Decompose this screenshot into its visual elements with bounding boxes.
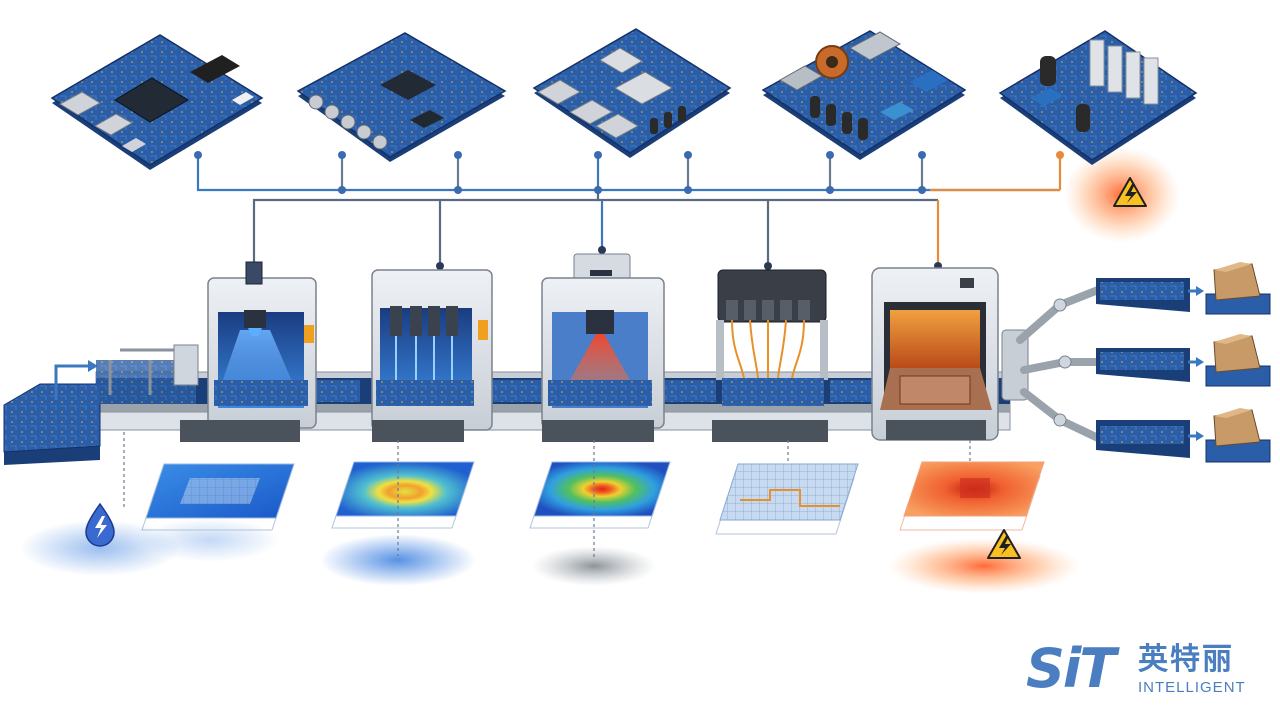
- station-4: [712, 269, 828, 442]
- board-1: [50, 34, 264, 170]
- board-5: [998, 30, 1198, 243]
- map-4: [715, 463, 859, 535]
- sorting-arms: [1001, 286, 1102, 442]
- logo-name-en: INTELLIGENT: [1138, 679, 1246, 696]
- station-3: [541, 253, 665, 442]
- board-3: [532, 28, 732, 158]
- warning-icon: [1113, 177, 1147, 207]
- logo-mark: SiT: [1026, 637, 1116, 700]
- arrow-right-icon: [1196, 431, 1204, 441]
- probe-lines: [123, 432, 971, 560]
- connection-network: [196, 155, 1062, 262]
- map-2: [320, 461, 476, 586]
- board-2: [296, 32, 507, 162]
- warning-icon: [987, 529, 1021, 559]
- station-5: [871, 267, 999, 441]
- map-5: [888, 461, 1080, 594]
- arrow-right-icon: [1196, 357, 1204, 367]
- board-4: [761, 30, 967, 160]
- input-stack: [3, 344, 199, 465]
- lightning-drop-icon: [20, 502, 180, 576]
- arrow-right-icon: [1196, 286, 1204, 296]
- map-3: [529, 461, 671, 586]
- output-lane-2: [1096, 334, 1271, 387]
- company-logo: SiT 英特丽 INTELLIGENT: [1026, 640, 1266, 704]
- output-lane-3: [1096, 408, 1271, 463]
- connection-nodes: [194, 151, 1064, 270]
- output-lane-1: [1096, 262, 1271, 315]
- logo-name-cn: 英特丽: [1138, 642, 1234, 677]
- station-2: [371, 269, 493, 442]
- station-1: [180, 261, 317, 442]
